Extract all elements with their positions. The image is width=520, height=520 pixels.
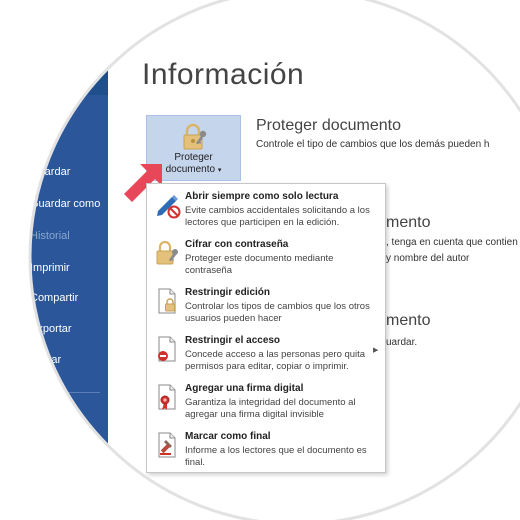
chevron-right-icon: ▶	[373, 347, 379, 354]
menu-item-mark-final-title: Marcar como final	[185, 431, 271, 442]
versions-section-desc: uardar.	[386, 337, 418, 348]
menu-item-mark-final[interactable]: Marcar como final Informe a los lectores…	[147, 428, 385, 474]
protect-document-menu: Abrir siempre como solo lectura Evite ca…	[146, 183, 386, 473]
menu-item-restrict-editing-title: Restringir edición	[185, 287, 271, 298]
menu-item-restrict-editing[interactable]: Restringir edición Controlar los tipos d…	[147, 284, 385, 330]
menu-item-read-only[interactable]: Abrir siempre como solo lectura Evite ca…	[147, 188, 385, 234]
document-lock-icon	[155, 287, 181, 315]
chevron-down-icon: ▾	[217, 167, 222, 174]
backstage-nav: brir Guardar Guardar como Historial Impr…	[0, 0, 108, 520]
protect-section-desc: Controle el tipo de cambios que los demá…	[256, 139, 490, 150]
nav-item-cerrar[interactable]: Cerrar	[30, 354, 62, 366]
menu-item-digital-signature-title: Agregar una firma digital	[185, 383, 304, 394]
document-stamp-icon	[155, 431, 181, 459]
nav-item-abrir[interactable]: brir	[30, 134, 46, 146]
nav-divider	[30, 392, 100, 393]
nav-item-historial: Historial	[30, 230, 70, 242]
menu-item-read-only-desc: Evite cambios accidentales solicitando a…	[185, 205, 370, 228]
menu-item-encrypt-password-desc: Proteger este documento mediante contras…	[185, 253, 334, 276]
versions-section-title: mento	[386, 312, 431, 329]
document-ribbon-icon	[155, 383, 181, 411]
menu-item-digital-signature[interactable]: Agregar una firma digital Garantiza la i…	[147, 380, 385, 426]
menu-item-restrict-access-desc: Concede acceso a las personas pero quita…	[185, 349, 366, 372]
menu-item-restrict-access[interactable]: Restringir el acceso Concede acceso a la…	[147, 332, 385, 378]
nav-item-compartir[interactable]: Compartir	[30, 292, 79, 304]
pencil-no-icon	[155, 191, 181, 219]
menu-item-mark-final-desc: Informe a los lectores que el documento …	[185, 445, 367, 468]
inspect-section-desc-1: , tenga en cuenta que contien	[386, 237, 518, 248]
menu-item-digital-signature-desc: Garantiza la integridad del documento al…	[185, 397, 356, 420]
nav-top-band	[0, 0, 108, 95]
page-title: Información	[142, 58, 305, 91]
menu-item-encrypt-password[interactable]: Cifrar con contraseña Proteger este docu…	[147, 236, 385, 282]
protect-document-label-text: documento	[165, 164, 216, 175]
lock-key-icon	[155, 239, 181, 267]
nav-item-exportar[interactable]: Exportar	[30, 323, 72, 335]
menu-item-read-only-title: Abrir siempre como solo lectura	[185, 191, 339, 202]
inspect-section-title: mento	[386, 214, 431, 231]
document-restrict-icon	[155, 335, 181, 363]
menu-item-restrict-editing-desc: Controlar los tipos de cambios que los o…	[185, 301, 370, 324]
protect-section-title: Proteger documento	[256, 117, 401, 134]
menu-item-restrict-access-title: Restringir el acceso	[185, 335, 281, 346]
nav-item-guardar[interactable]: Guardar	[30, 166, 71, 178]
nav-item-guardar-como[interactable]: Guardar como	[30, 198, 101, 210]
inspect-section-desc-2: y nombre del autor	[386, 253, 470, 264]
nav-item-imprimir[interactable]: Imprimir	[30, 262, 70, 274]
menu-item-encrypt-password-title: Cifrar con contraseña	[185, 239, 289, 250]
